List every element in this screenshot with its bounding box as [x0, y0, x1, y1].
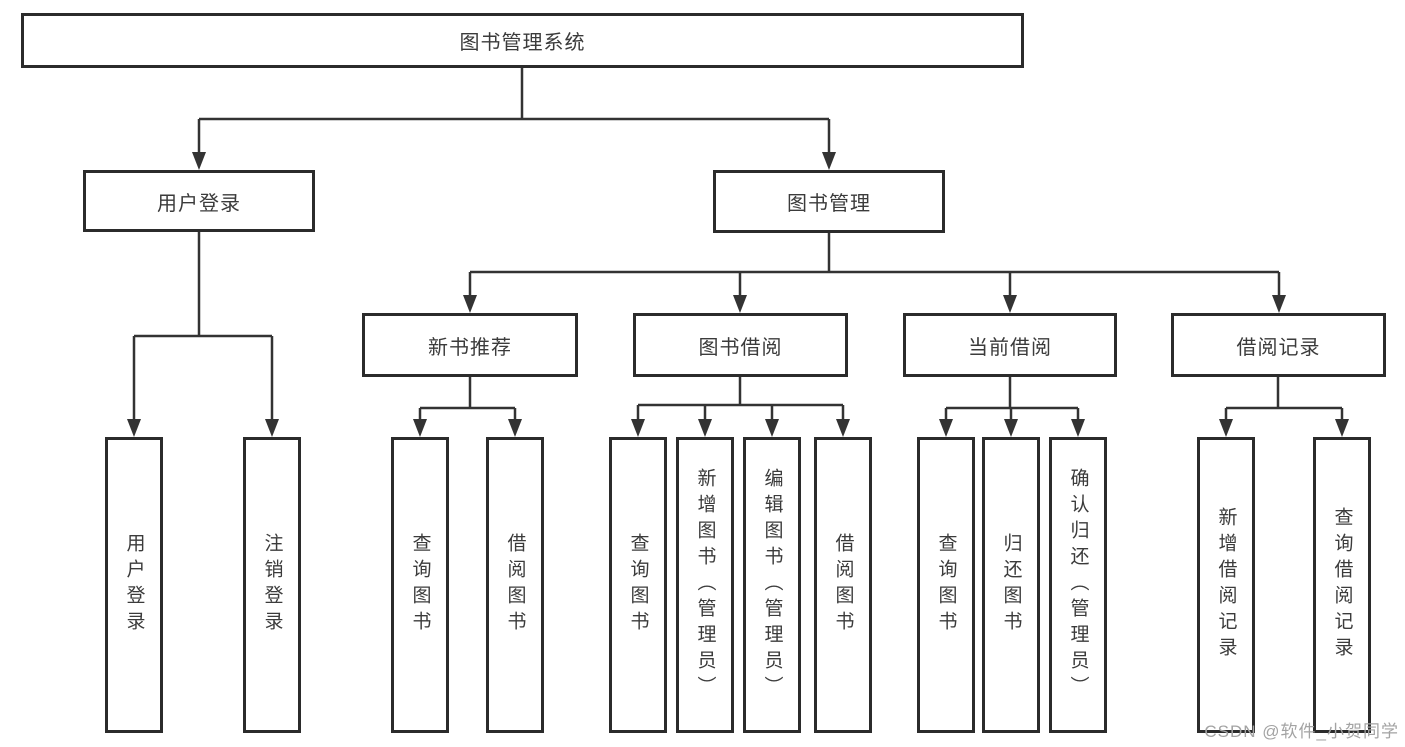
arrowhead-icon	[939, 419, 953, 437]
node-label: 确认归还（管理员）	[1067, 468, 1089, 702]
leaf-query-book-borrow: 查询图书	[609, 437, 667, 733]
node-new-book-recommend: 新书推荐	[362, 313, 578, 377]
connector-newbook-to-leaves	[418, 377, 517, 421]
node-borrow-record: 借阅记录	[1171, 313, 1386, 377]
node-user-login: 用户登录	[83, 170, 315, 232]
node-label: 用户登录	[123, 533, 145, 637]
leaf-borrow-book-newbook: 借阅图书	[486, 437, 544, 733]
node-label: 图书管理	[787, 193, 871, 215]
arrowhead-icon	[1335, 419, 1349, 437]
node-book-management: 图书管理	[713, 170, 945, 233]
connector-userlogin-to-leaves	[132, 232, 274, 421]
arrowhead-icon	[1004, 419, 1018, 437]
arrowhead-icon	[733, 295, 747, 313]
leaf-query-book-current: 查询图书	[917, 437, 975, 733]
leaf-add-book-admin: 新增图书（管理员）	[676, 437, 734, 733]
arrowhead-icon	[413, 419, 427, 437]
node-label: 查询借阅记录	[1331, 507, 1353, 663]
leaf-add-borrow-record: 新增借阅记录	[1197, 437, 1255, 733]
node-label: 新书推荐	[428, 336, 512, 359]
node-label: 图书管理系统	[459, 32, 586, 54]
node-label: 借阅记录	[1236, 336, 1321, 359]
node-label: 查询图书	[935, 533, 957, 637]
connector-root-to-level2	[197, 68, 831, 154]
node-label: 注销登录	[261, 533, 283, 637]
connector-borrowrecord-to-leaves	[1224, 377, 1344, 421]
leaf-return-book: 归还图书	[982, 437, 1040, 733]
node-label: 借阅图书	[832, 533, 854, 637]
arrowhead-icon	[1272, 295, 1286, 313]
arrowhead-icon	[1071, 419, 1085, 437]
leaf-user-login: 用户登录	[105, 437, 163, 733]
node-label: 新增借阅记录	[1215, 507, 1237, 663]
arrowhead-icon	[765, 419, 779, 437]
arrowhead-icon	[127, 419, 141, 437]
node-label: 借阅图书	[504, 533, 526, 637]
arrowhead-icon	[463, 295, 477, 313]
leaf-query-borrow-record: 查询借阅记录	[1313, 437, 1371, 733]
arrowhead-icon	[698, 419, 712, 437]
arrowhead-icon	[192, 152, 206, 170]
connector-bookmgmt-to-level3	[468, 233, 1281, 297]
leaf-confirm-return-admin: 确认归还（管理员）	[1049, 437, 1107, 733]
arrowhead-icon	[836, 419, 850, 437]
arrowhead-icon	[822, 152, 836, 170]
leaf-edit-book-admin: 编辑图书（管理员）	[743, 437, 801, 733]
node-label: 编辑图书（管理员）	[761, 468, 783, 702]
arrowhead-icon	[265, 419, 279, 437]
node-label: 查询图书	[627, 533, 649, 637]
leaf-borrow-book: 借阅图书	[814, 437, 872, 733]
node-current-borrow: 当前借阅	[903, 313, 1117, 377]
csdn-watermark: CSDN @软件_小贺同学	[1204, 722, 1399, 741]
node-label: 归还图书	[1000, 533, 1022, 637]
connector-bookborrow-to-leaves	[636, 377, 845, 421]
node-root-system: 图书管理系统	[21, 13, 1024, 68]
node-label: 新增图书（管理员）	[694, 468, 716, 702]
connector-currentborrow-to-leaves	[944, 377, 1080, 421]
node-book-borrow: 图书借阅	[633, 313, 848, 377]
leaf-logout: 注销登录	[243, 437, 301, 733]
arrowhead-icon	[631, 419, 645, 437]
node-label: 图书借阅	[698, 336, 783, 359]
leaf-query-book-newbook: 查询图书	[391, 437, 449, 733]
arrowhead-icon	[1219, 419, 1233, 437]
arrowhead-icon	[508, 419, 522, 437]
node-label: 当前借阅	[968, 336, 1052, 359]
node-label: 查询图书	[409, 533, 431, 637]
arrowhead-icon	[1003, 295, 1017, 313]
node-label: 用户登录	[157, 192, 241, 215]
